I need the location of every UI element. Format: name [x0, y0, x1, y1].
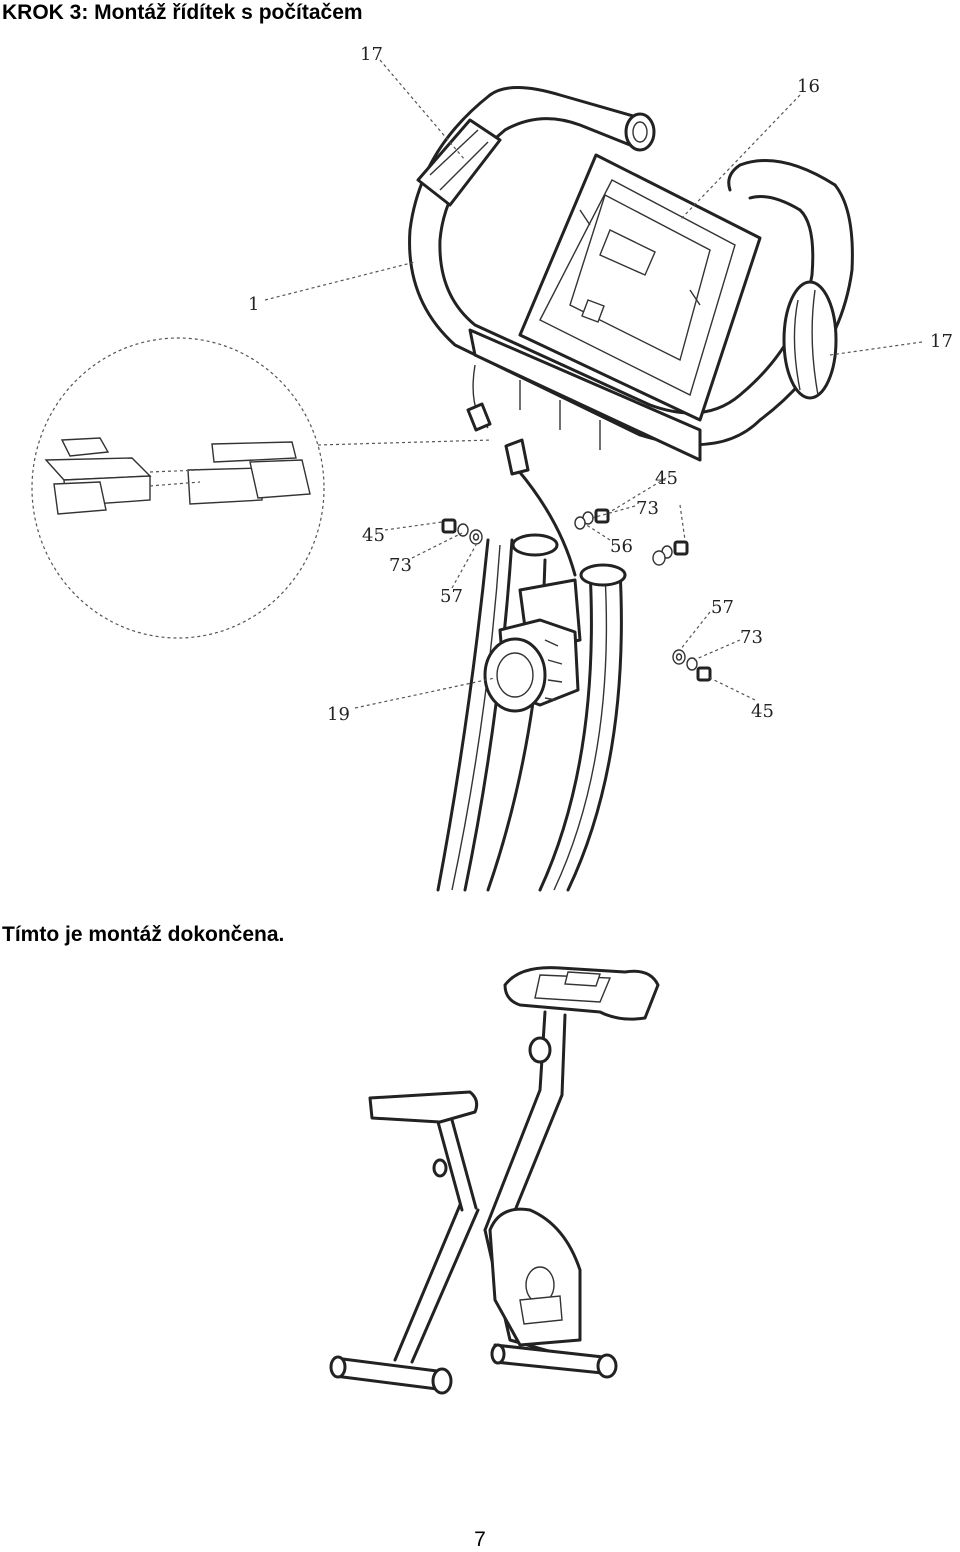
bolt-group-mid — [574, 508, 689, 566]
leader-lines — [264, 59, 923, 709]
page-number: 7 — [474, 1528, 486, 1551]
handlebar-assembly-diagram: 17 16 1 17 45 73 57 45 73 56 57 73 45 19 — [31, 44, 953, 892]
connector-detail — [44, 437, 311, 515]
step-title: KROK 3: Montáž řídítek s počítačem — [2, 1, 363, 24]
callout-16: 16 — [797, 76, 820, 97]
callout-73-right: 73 — [740, 627, 763, 648]
console — [468, 153, 762, 462]
connector-detail-circle — [31, 337, 325, 639]
completion-text: Tímto je montáž dokončena. — [2, 923, 285, 946]
callout-17-top: 17 — [360, 44, 383, 65]
callout-57-left: 57 — [440, 586, 463, 607]
handlebar-frame — [408, 86, 854, 447]
bolt-group-left — [441, 518, 483, 545]
adjustment-knob — [483, 618, 580, 713]
callout-19: 19 — [327, 704, 350, 725]
callout-45-mid: 45 — [655, 468, 678, 489]
main-tube — [436, 533, 627, 892]
console-cable — [516, 468, 577, 577]
callout-73-left: 73 — [389, 555, 412, 576]
callout-57-right: 57 — [711, 597, 734, 618]
callout-56: 56 — [610, 536, 633, 557]
callout-73-mid: 73 — [636, 498, 659, 519]
detail-leader-line — [317, 439, 493, 446]
callout-45-left: 45 — [362, 525, 385, 546]
callout-1: 1 — [248, 294, 259, 315]
bolt-group-right — [672, 649, 712, 682]
callout-45-right: 45 — [751, 701, 774, 722]
callout-17-right: 17 — [930, 331, 953, 352]
